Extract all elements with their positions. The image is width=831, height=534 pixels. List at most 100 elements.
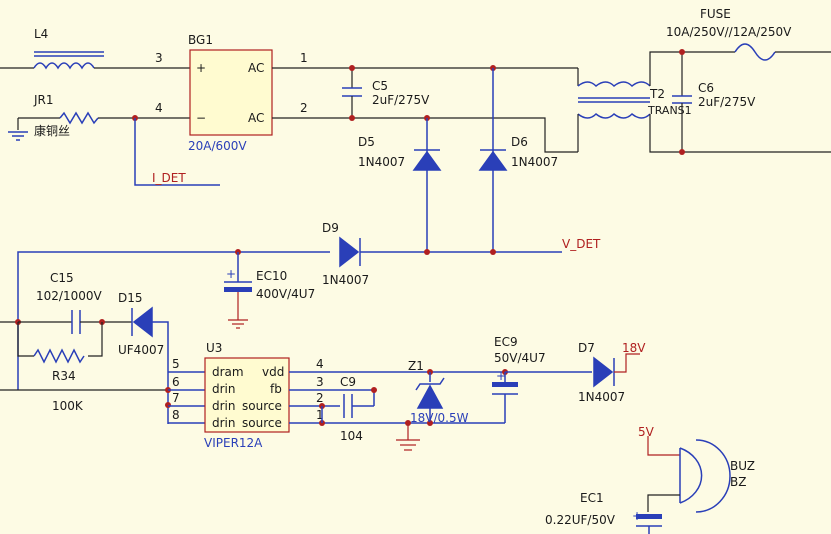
junction-dot xyxy=(165,402,171,408)
u3-pin-row: 6 drin fb 3 xyxy=(172,375,324,396)
c9-ref: C9 xyxy=(340,375,356,389)
svg-text:7: 7 xyxy=(172,391,180,405)
d5-value: 1N4007 xyxy=(358,155,405,169)
bg1-pin-ac2: AC xyxy=(248,111,264,125)
d5-ref: D5 xyxy=(358,135,375,149)
net-v-det: V_DET xyxy=(562,237,601,251)
bg1-pin-ac1: AC xyxy=(248,61,264,75)
bg1-pin-4: 4 xyxy=(155,101,163,115)
u3-pin-row: 5 dram vdd 4 xyxy=(172,357,324,379)
c15-ref: C15 xyxy=(50,271,74,285)
u3-value: VIPER12A xyxy=(204,436,263,450)
svg-text:source: source xyxy=(242,399,282,413)
z1-value: 18V/0.5W xyxy=(410,411,469,425)
capacitor-c6 xyxy=(672,52,692,152)
buzzer-buz xyxy=(679,439,731,513)
svg-text:1: 1 xyxy=(316,408,324,422)
svg-text:drin: drin xyxy=(212,416,236,430)
junction-dot xyxy=(679,149,685,155)
ec10-ref: EC10 xyxy=(256,269,287,283)
ic-u3 xyxy=(204,357,290,433)
svg-text:8: 8 xyxy=(172,408,180,422)
net-18v: 18V xyxy=(622,341,646,355)
ec9-value: 50V/4U7 xyxy=(494,351,546,365)
v5-wire xyxy=(647,436,680,456)
capacitor-c15 xyxy=(18,310,132,334)
bg1-ref: BG1 xyxy=(188,33,213,47)
c6-ref: C6 xyxy=(698,81,714,95)
net-i-det: I_DET xyxy=(152,171,186,185)
c5-ref: C5 xyxy=(372,79,388,93)
c5-value: 2uF/275V xyxy=(372,93,430,107)
bridge-bg1 xyxy=(189,49,273,136)
zener-z1 xyxy=(415,372,445,423)
t2-value: TRANS1 xyxy=(647,104,692,117)
d6-value: 1N4007 xyxy=(511,155,558,169)
i-det-wire xyxy=(134,118,220,186)
capacitor-ec1: + xyxy=(632,509,662,534)
ec1-wire xyxy=(647,494,680,512)
u3-pin-row: 7 drin source 2 xyxy=(172,391,324,413)
junction-dot xyxy=(490,249,496,255)
net-5v: 5V xyxy=(638,425,655,439)
d15-ref: D15 xyxy=(118,291,143,305)
ec1-value: 0.22UF/50V xyxy=(545,513,616,527)
u3-pin-row: 8 drin source 1 xyxy=(172,408,324,430)
junction-dot xyxy=(679,49,685,55)
v18-wire xyxy=(614,353,640,373)
buz-value: BZ xyxy=(730,475,746,489)
svg-text:5: 5 xyxy=(172,357,180,371)
fuse xyxy=(734,43,831,61)
ec9-ref: EC9 xyxy=(494,335,518,349)
fb-wire xyxy=(289,389,375,406)
d15-wire xyxy=(152,321,169,370)
c6-value: 2uF/275V xyxy=(698,95,756,109)
r34-value: 100K xyxy=(52,399,84,413)
bg1-pin-minus: − xyxy=(196,111,206,125)
bg1-pin-3: 3 xyxy=(155,51,163,65)
diode-d9 xyxy=(339,236,361,268)
svg-text:drin: drin xyxy=(212,382,236,396)
d9-value: 1N4007 xyxy=(322,273,369,287)
buz-ref: BUZ xyxy=(730,459,755,473)
ec1-ref: EC1 xyxy=(580,491,604,505)
capacitor-c5 xyxy=(342,68,362,118)
d7-ref: D7 xyxy=(578,341,595,355)
resistor-r34 xyxy=(17,322,103,364)
d15-value: UF4007 xyxy=(118,343,164,357)
diode-d7 xyxy=(593,356,615,388)
svg-text:4: 4 xyxy=(316,357,324,371)
junction-dot xyxy=(371,387,377,393)
d6-ref: D6 xyxy=(511,135,528,149)
c9-value: 104 xyxy=(340,429,363,443)
svg-text:dram: dram xyxy=(212,365,244,379)
ground-symbol xyxy=(396,423,420,451)
resistor-jr1 xyxy=(8,111,190,141)
capacitor-c9 xyxy=(343,394,374,418)
bg1-pin-1: 1 xyxy=(300,51,308,65)
inductor-l4 xyxy=(0,51,190,70)
svg-text:+: + xyxy=(496,369,506,383)
capacitor-ec9: + xyxy=(492,369,518,423)
svg-text:fb: fb xyxy=(270,382,282,396)
junction-dot xyxy=(349,115,355,121)
svg-text:6: 6 xyxy=(172,375,180,389)
svg-text:+: + xyxy=(226,267,236,281)
fuse-value: 10A/250V//12A/250V xyxy=(666,25,792,39)
svg-text:vdd: vdd xyxy=(262,365,284,379)
d9-ref: D9 xyxy=(322,221,339,235)
bg1-pin-plus: + xyxy=(196,61,206,75)
diode-d15 xyxy=(131,306,153,338)
junction-dot xyxy=(427,420,433,426)
bg1-value: 20A/600V xyxy=(188,139,247,153)
jr1-ref: JR1 xyxy=(33,93,54,107)
svg-text:3: 3 xyxy=(316,375,324,389)
rail-ac2 xyxy=(272,117,578,153)
l4-ref: L4 xyxy=(34,27,48,41)
junction-dot xyxy=(349,65,355,71)
junction-dot xyxy=(424,249,430,255)
diode-d6 xyxy=(478,149,508,171)
svg-text:drin: drin xyxy=(212,399,236,413)
svg-text:2: 2 xyxy=(316,391,324,405)
